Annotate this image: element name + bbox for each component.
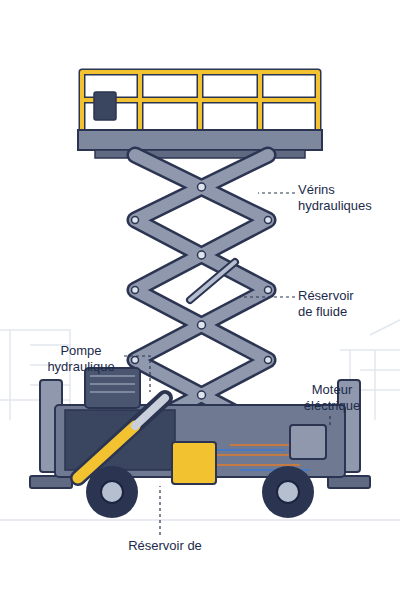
- part-label: Moteur éléctrique: [292, 382, 372, 414]
- ground-line: [0, 519, 400, 521]
- lift-cylinder: [190, 262, 235, 300]
- pivot-pin: [198, 391, 206, 399]
- leader-line: [124, 356, 150, 392]
- wheel: [262, 466, 314, 518]
- part-label: Vérins hydrauliques: [298, 182, 390, 214]
- pivot-pin: [265, 287, 272, 294]
- pivot-pins: [132, 183, 272, 399]
- wheel: [86, 466, 138, 518]
- guardrail: [82, 72, 318, 132]
- platform-deck: [78, 130, 322, 150]
- scissor-arm-outline: [135, 155, 268, 430]
- part-label: Pompe hydraulique: [38, 343, 124, 375]
- leader-line: [258, 192, 295, 193]
- hydraulic-ram-outline: [78, 398, 165, 478]
- ram-rod: [135, 398, 165, 426]
- electric-motor: [290, 425, 326, 459]
- pivot-pin: [198, 183, 206, 191]
- lift-cylinder: [190, 262, 235, 300]
- pivot-pin: [132, 217, 139, 224]
- part-label: Réservoir de fluide: [298, 288, 370, 320]
- leader-lines: [124, 193, 330, 535]
- guardrail-outline: [82, 72, 318, 132]
- tank: [172, 442, 216, 484]
- pivot-pin: [132, 287, 139, 294]
- part-label: Réservoir de: [110, 538, 220, 554]
- pivot-pin: [198, 321, 206, 329]
- scissor-arm: [135, 155, 268, 430]
- pivot-pin: [132, 357, 139, 364]
- engine-fins: [90, 376, 135, 392]
- leader-line: [236, 296, 295, 297]
- leader-line: [329, 416, 330, 428]
- pivot-pin: [265, 357, 272, 364]
- pivot-pin: [198, 251, 206, 259]
- pivot-pin: [265, 217, 272, 224]
- control-box: [94, 92, 116, 120]
- wheel-hub: [101, 481, 123, 503]
- wheel-hub: [277, 481, 299, 503]
- leader-line: [159, 486, 160, 535]
